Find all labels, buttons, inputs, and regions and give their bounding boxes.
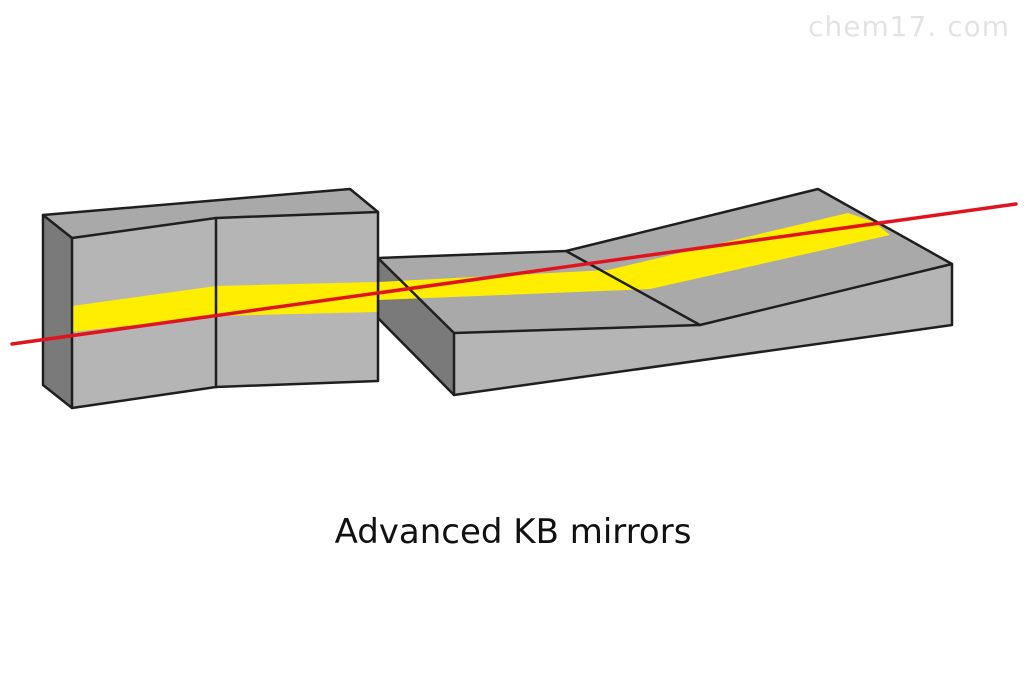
vertical-mirror-left-face <box>43 215 72 408</box>
vertical-mirror-top-face <box>43 189 378 238</box>
horizontal-mirror-stripe <box>378 213 890 300</box>
vertical-mirror-outline <box>41 187 380 410</box>
diagram-caption: Advanced KB mirrors <box>334 512 692 552</box>
xray-beam <box>10 202 1018 346</box>
horizontal-mirror-outline <box>376 187 954 397</box>
horizontal-mirror-block <box>376 187 954 397</box>
horizontal-mirror-front-face <box>454 264 952 395</box>
vertical-mirror-edge <box>41 210 380 240</box>
horizontal-mirror-edge <box>376 256 954 335</box>
vertical-mirror-stripe <box>72 282 378 332</box>
vertical-mirror-block <box>41 187 380 410</box>
watermark-text: chem17. com <box>808 10 1010 43</box>
